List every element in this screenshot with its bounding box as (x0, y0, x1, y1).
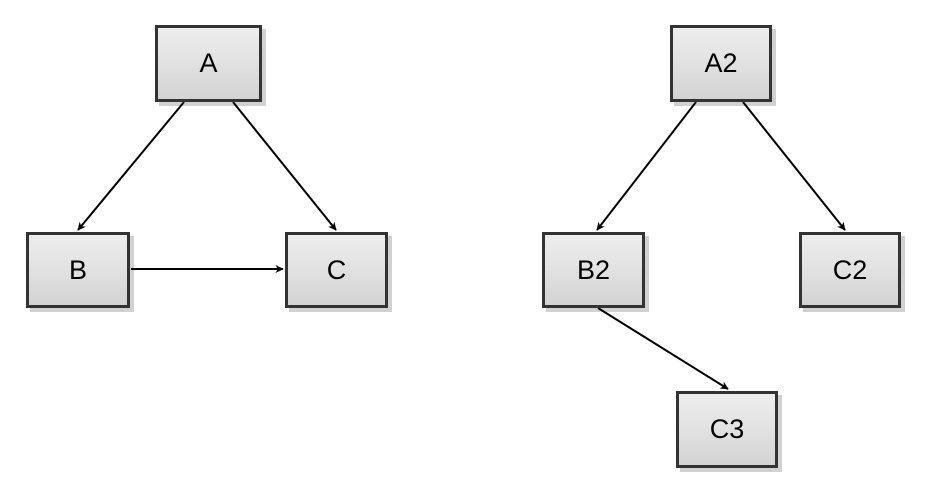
node-label-c3: C3 (709, 414, 745, 444)
node-label-b: B (68, 254, 87, 285)
node-c[interactable]: C (285, 232, 388, 308)
edge-a-to-c (232, 101, 337, 231)
node-label-c2: C2 (832, 254, 868, 285)
node-b[interactable]: B (26, 232, 130, 308)
edge-b2-to-c3 (597, 307, 729, 390)
edge-a2-to-b2 (596, 101, 697, 231)
node-c2[interactable]: C2 (799, 232, 901, 308)
edge-a2-to-c2 (742, 101, 846, 231)
node-label-a: A (199, 48, 218, 78)
node-b2[interactable]: B2 (542, 232, 645, 308)
node-label-a2: A2 (704, 48, 738, 78)
edges-group (77, 101, 846, 390)
edge-a-to-b (77, 101, 185, 231)
node-c3[interactable]: C3 (676, 391, 778, 468)
node-label-b2: B2 (576, 254, 611, 285)
node-label-c: C (326, 254, 347, 285)
node-a2[interactable]: A2 (670, 25, 772, 102)
node-a[interactable]: A (155, 25, 262, 102)
